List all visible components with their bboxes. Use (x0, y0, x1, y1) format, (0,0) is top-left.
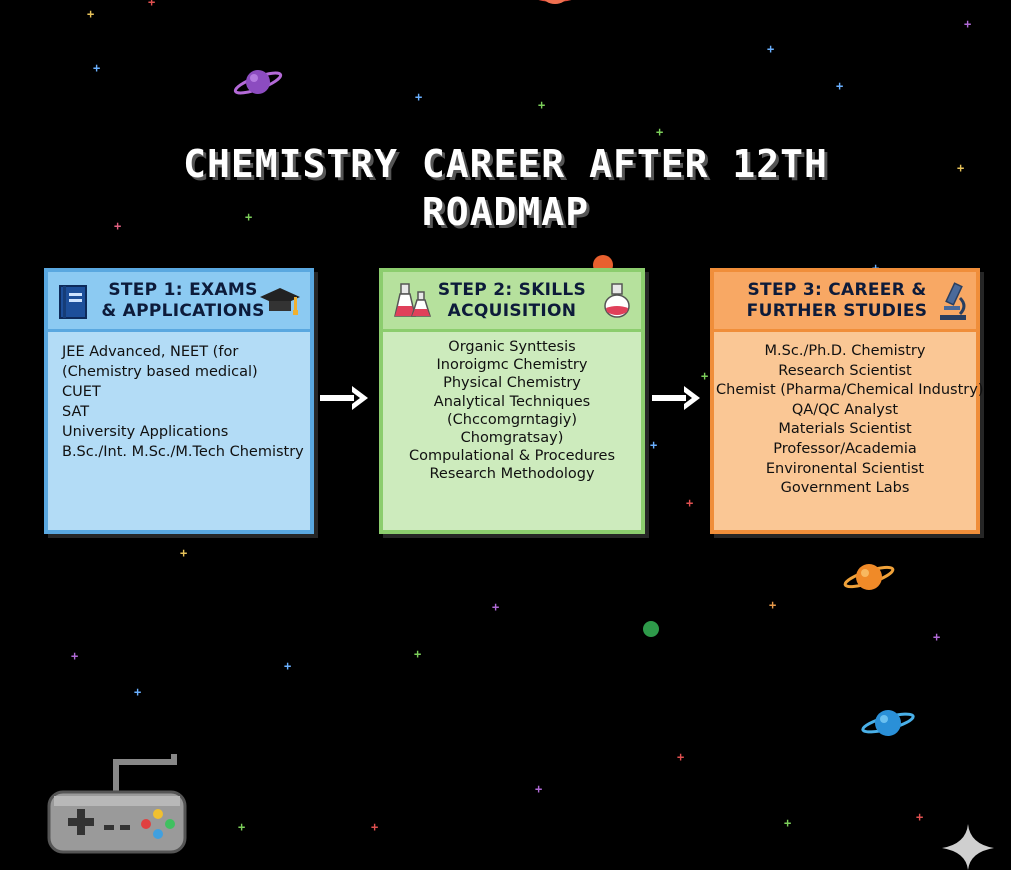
arrow-right-icon (320, 386, 368, 410)
star-icon: + (769, 598, 777, 612)
step-1-card: STEP 1: EXAMS & APPLICATIONS JEE Advance… (44, 268, 314, 534)
star-icon: + (538, 98, 546, 112)
star-icon: + (148, 0, 156, 9)
step-2-title: STEP 2: SKILLS ACQUISITION (438, 280, 586, 322)
list-item: QA/QC Analyst (791, 401, 899, 418)
page-title: CHEMISTRY CAREER AFTER 12TH ROADMAP (0, 140, 1011, 236)
title-line-1: CHEMISTRY CAREER AFTER 12TH (183, 142, 828, 186)
list-item: Materials Scientist (778, 421, 912, 438)
step-1-title-line-1: STEP 1: EXAMS (108, 279, 258, 300)
star-icon: + (784, 816, 792, 830)
step-3-list: M.Sc./Ph.D. Chemistry Research Scientist… (714, 332, 984, 509)
step-1-title-line-2: & APPLICATIONS (101, 300, 265, 321)
star-icon: + (414, 647, 422, 661)
star-icon: + (677, 750, 685, 764)
star-icon: + (134, 685, 142, 699)
step-2-header: STEP 2: SKILLS ACQUISITION (383, 272, 641, 332)
list-item: Chemist (Pharma/Chemical Industry) (716, 382, 984, 399)
planet-icon (538, 0, 572, 4)
list-item: Inoroigmc Chemistry (436, 357, 588, 374)
flask-icon (394, 283, 432, 317)
title-line-2: ROADMAP (421, 190, 590, 234)
star-icon: + (238, 820, 246, 834)
step-1-list: JEE Advanced, NEET (for (Chemistry based… (48, 332, 310, 472)
step-3-header: STEP 3: CAREER & FURTHER STUDIES (714, 272, 976, 332)
list-item: JEE Advanced, NEET (for (62, 344, 239, 360)
star-icon: + (93, 61, 101, 75)
flask-icon (604, 283, 630, 318)
list-item: Government Labs (780, 480, 910, 497)
star-icon: + (492, 600, 500, 614)
step-1-header: STEP 1: EXAMS & APPLICATIONS (48, 272, 310, 332)
star-icon: + (371, 820, 379, 834)
list-item: Chomgratsay) (460, 430, 564, 447)
step-2-title-line-2: ACQUISITION (447, 300, 577, 321)
gamepad-icon (47, 754, 187, 854)
list-item: B.Sc./Int. M.Sc./M.Tech Chemistry (62, 444, 304, 460)
list-item: (Chemistry based medical) (62, 364, 258, 380)
planet-icon (861, 710, 915, 736)
step-3-card: STEP 3: CAREER & FURTHER STUDIES M.Sc./P… (710, 268, 984, 534)
list-item: SAT (62, 404, 90, 420)
step-2-card: STEP 2: SKILLS ACQUISITION Organic Syntt… (379, 268, 645, 534)
star-icon: + (957, 161, 965, 175)
step-3-title: STEP 3: CAREER & FURTHER STUDIES (747, 280, 928, 322)
star-icon: + (686, 496, 694, 510)
star-icon: + (933, 630, 941, 644)
list-item: Physical Chemistry (443, 375, 581, 392)
step-1-title: STEP 1: EXAMS & APPLICATIONS (101, 280, 264, 322)
step-3-title-line-1: STEP 3: CAREER & (747, 279, 927, 300)
planet-icon (643, 621, 659, 637)
star-icon: + (245, 210, 253, 224)
planet-icon (843, 564, 895, 590)
list-item: Organic Synttesis (448, 339, 576, 355)
list-item: Research Methodology (429, 466, 595, 483)
book-icon (59, 285, 87, 319)
star-icon: + (284, 659, 292, 673)
star-icon: + (767, 42, 775, 56)
step-2-list: Organic Synttesis Inoroigmc Chemistry Ph… (383, 332, 641, 494)
list-item: Analytical Techniques (433, 393, 591, 410)
star-icon: + (964, 17, 972, 31)
graduation-cap-icon (260, 288, 300, 315)
list-item: Compulational & Procedures (408, 448, 616, 465)
list-item: (Chccomgrntagiy) (446, 411, 578, 428)
star-icon: + (701, 369, 709, 383)
sparkle-icon (942, 824, 994, 870)
microscope-icon (940, 282, 966, 320)
star-icon: + (114, 219, 122, 233)
star-icon: + (650, 438, 658, 452)
arrow-right-icon (652, 386, 700, 410)
list-item: University Applications (62, 424, 229, 440)
star-icon: + (916, 810, 924, 824)
list-item: CUET (62, 384, 101, 400)
star-icon: + (535, 782, 543, 796)
star-icon: + (656, 125, 664, 139)
step-3-title-line-2: FURTHER STUDIES (746, 300, 928, 321)
list-item: M.Sc./Ph.D. Chemistry (764, 343, 926, 359)
step-2-title-line-1: STEP 2: SKILLS (437, 279, 587, 300)
star-icon: + (71, 649, 79, 663)
planet-icon (593, 255, 613, 270)
star-icon: + (87, 7, 95, 21)
planet-icon (233, 70, 283, 95)
list-item: Environental Scientist (765, 460, 925, 477)
list-item: Research Scientist (778, 362, 912, 379)
star-icon: + (415, 90, 423, 104)
star-icon: + (836, 79, 844, 93)
list-item: Professor/Academia (773, 440, 917, 457)
star-icon: + (180, 546, 188, 560)
